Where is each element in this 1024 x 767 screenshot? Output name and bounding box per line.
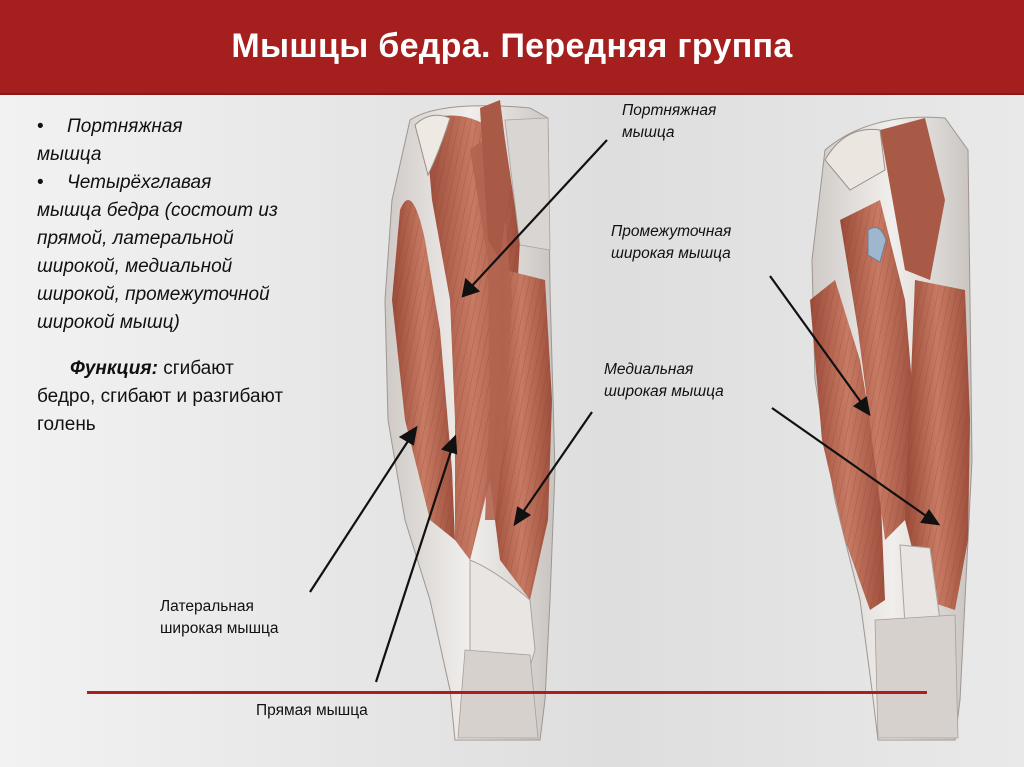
bullet-text-line1: Портняжная bbox=[67, 116, 183, 137]
thigh-illustration-left bbox=[384, 100, 556, 741]
label-rectus-line1: Прямая мышца bbox=[256, 702, 368, 719]
title-bar: Мышцы бедра. Передняя группа bbox=[0, 0, 1024, 93]
function-continuation: бедро, сгибают и разгибают голень bbox=[37, 386, 284, 435]
arrow-medialis-right bbox=[771, 407, 941, 526]
label-medialis-line1: Медиальная bbox=[604, 361, 694, 378]
label-lateralis-line1: Латеральная bbox=[160, 598, 254, 615]
bullet-text-rest: мышца bbox=[37, 144, 102, 165]
pointer-arrows bbox=[309, 139, 941, 683]
bullet-marker: • bbox=[37, 172, 44, 193]
label-sartorius: Портняжная мышца bbox=[622, 100, 716, 144]
bullet-sartorius: • Портняжная мышца bbox=[37, 113, 287, 169]
function-label: Функция: bbox=[70, 358, 158, 379]
bullet-quadriceps: • Четырёхглавая мышца бедра (состоит из п… bbox=[37, 169, 287, 337]
label-intermedius: Промежуточная широкая мышца bbox=[611, 221, 731, 265]
function-text: сгибают bbox=[163, 358, 234, 379]
bullet-marker: • bbox=[37, 116, 44, 137]
bullet-text-line1: Четырёхглавая bbox=[67, 172, 212, 193]
label-lateralis-line2: широкая мышца bbox=[160, 620, 279, 637]
label-medialis-line2: широкая мышца bbox=[604, 383, 724, 400]
slide-title: Мышцы бедра. Передняя группа bbox=[231, 27, 793, 65]
arrow-sartorius bbox=[461, 139, 608, 298]
arrow-medialis-left bbox=[513, 411, 593, 527]
label-intermedius-line2: широкая мышца bbox=[611, 245, 731, 262]
function-block: Функция: сгибают bbox=[37, 355, 287, 383]
label-rectus: Прямая мышца bbox=[256, 700, 368, 722]
label-intermedius-line1: Промежуточная bbox=[611, 223, 732, 240]
label-sartorius-line2: мышца bbox=[622, 124, 675, 141]
label-sartorius-line1: Портняжная bbox=[622, 102, 717, 119]
accent-line bbox=[87, 691, 927, 694]
arrow-lateralis bbox=[309, 425, 418, 593]
title-divider bbox=[0, 93, 1024, 95]
arrow-intermedius bbox=[769, 275, 871, 417]
label-lateralis: Латеральная широкая мышца bbox=[160, 596, 279, 640]
arrow-rectus bbox=[374, 434, 458, 683]
thigh-illustration-right bbox=[810, 116, 973, 741]
bullet-list: • Портняжная мышца • Четырёхглавая мышца б… bbox=[37, 113, 287, 439]
bullet-text-rest: мышца бедра (состоит из прямой, латераль… bbox=[37, 200, 278, 333]
label-medialis: Медиальная широкая мышца bbox=[604, 359, 724, 403]
